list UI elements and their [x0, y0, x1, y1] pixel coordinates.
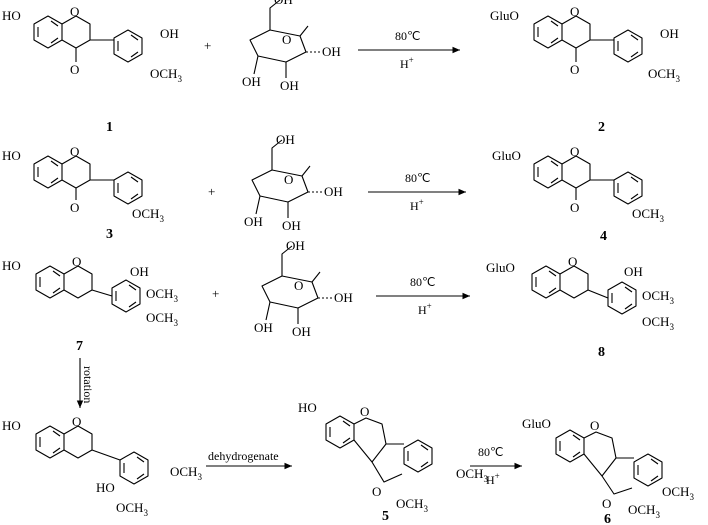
ring-o-label: O — [568, 254, 577, 269]
ring-o-label: O — [282, 32, 291, 47]
arrow-reaction-1: 80℃ H+ — [358, 29, 460, 71]
och3-label: OCH3 — [642, 314, 674, 332]
ring-o-label: O — [72, 414, 81, 429]
compound-number: 8 — [598, 345, 605, 360]
ho-label: HO — [2, 258, 21, 273]
compound-number: 6 — [604, 512, 611, 525]
gluo-label: GluO — [486, 260, 515, 275]
och3-label: OCH3 — [396, 496, 428, 514]
och3-label: OCH3 — [662, 484, 694, 502]
carbonyl-o-label: O — [570, 200, 579, 215]
compound-4: GluO O O OCH3 4 — [492, 144, 664, 244]
och3-label: OCH3 — [132, 206, 164, 224]
ring-o-label: O — [70, 144, 79, 159]
och3-label: OCH3 — [170, 464, 202, 482]
oh-label: OH — [624, 264, 643, 279]
och3-label: OCH3 — [146, 286, 178, 304]
ring-o-label: O — [590, 418, 599, 433]
plus-sign: + — [212, 286, 219, 301]
compound-5: HO O O OCH3 OCH3 5 — [298, 400, 488, 524]
glucose-2: OH OH OH OH O — [244, 132, 343, 233]
furan-o-label: O — [602, 496, 611, 511]
ring-o-label: O — [360, 404, 369, 419]
och3-label: OCH3 — [150, 66, 182, 84]
ho-label: HO — [298, 400, 317, 415]
och3-label: OCH3 — [628, 502, 660, 520]
ho-label: HO — [2, 418, 21, 433]
gluo-label: GluO — [522, 416, 551, 431]
ring-o-label: O — [72, 254, 81, 269]
och3-label: OCH3 — [116, 500, 148, 518]
och3-label: OCH3 — [632, 206, 664, 224]
oh-label: OH — [280, 78, 299, 93]
compound-7: HO O OH OCH3 OCH3 7 — [2, 254, 178, 354]
carbonyl-o-label: O — [70, 200, 79, 215]
gluo-label: GluO — [490, 8, 519, 23]
glucose-1: OH OH OH OH O — [242, 0, 341, 93]
glucose-3: OH OH OH OH O — [254, 238, 353, 339]
och3-label: OCH3 — [648, 66, 680, 84]
compound-rotated: HO O HO OCH3 OCH3 — [2, 414, 202, 518]
rotation-label: rotation — [81, 366, 95, 403]
compound-3: HO O O OCH3 3 — [2, 144, 164, 242]
condition-temperature: 80℃ — [395, 29, 420, 43]
arrow-dehydrogenate: dehydrogenate — [206, 449, 292, 470]
oh-label: OH — [324, 184, 343, 199]
ring-o-label: O — [570, 4, 579, 19]
arrow-reaction-2: 80℃ H+ — [368, 171, 466, 213]
arrow-reaction-4: 80℃ H+ — [470, 445, 522, 487]
ring-o-label: O — [284, 172, 293, 187]
condition-acid: H+ — [400, 55, 414, 71]
oh-label: OH — [244, 214, 263, 229]
compound-number: 5 — [382, 509, 389, 524]
compound-8: GluO O OH OCH3 OCH3 8 — [486, 254, 674, 360]
plus-sign: + — [204, 38, 211, 53]
gluo-label: GluO — [492, 148, 521, 163]
oh-label: OH — [242, 74, 261, 89]
compound-number: 3 — [106, 227, 113, 242]
oh-label: OH — [292, 324, 311, 339]
ring-o-label: O — [70, 4, 79, 19]
plus-sign: + — [208, 184, 215, 199]
condition-temperature: 80℃ — [405, 171, 430, 185]
oh-label: OH — [286, 238, 305, 253]
dehydrogenate-label: dehydrogenate — [208, 449, 279, 463]
condition-temperature: 80℃ — [478, 445, 503, 459]
compound-number: 4 — [600, 229, 607, 244]
ring-o-label: O — [570, 144, 579, 159]
ring-o-label: O — [294, 278, 303, 293]
oh-label: OH — [334, 290, 353, 305]
oh-label: OH — [282, 218, 301, 233]
compound-1: HO O O OH OCH3 1 — [2, 4, 182, 135]
condition-temperature: 80℃ — [410, 275, 435, 289]
furan-o-label: O — [372, 484, 381, 499]
compound-number: 1 — [106, 120, 113, 135]
oh-label: OH — [660, 26, 679, 41]
condition-acid: H+ — [410, 197, 424, 213]
arrow-reaction-3: 80℃ H+ — [376, 275, 470, 317]
oh-label: OH — [274, 0, 293, 7]
condition-acid: H+ — [418, 301, 432, 317]
arrow-rotation: rotation — [76, 358, 95, 408]
oh-label: OH — [254, 320, 273, 335]
oh-label: OH — [130, 264, 149, 279]
ho-label: HO — [96, 480, 115, 495]
carbonyl-o-label: O — [570, 62, 579, 77]
oh-label: OH — [322, 44, 341, 59]
och3-label: OCH3 — [146, 310, 178, 328]
och3-label: OCH3 — [642, 288, 674, 306]
oh-label: OH — [160, 26, 179, 41]
compound-number: 2 — [598, 120, 605, 135]
ho-label: HO — [2, 148, 21, 163]
compound-2: GluO O O OH OCH3 2 — [490, 4, 680, 135]
ho-label: HO — [2, 8, 21, 23]
carbonyl-o-label: O — [70, 62, 79, 77]
och3-label: OCH3 — [456, 466, 488, 484]
condition-acid: H+ — [486, 471, 500, 487]
compound-number: 7 — [76, 339, 83, 354]
oh-label: OH — [276, 132, 295, 147]
compound-6: GluO O O OCH3 OCH3 6 — [522, 416, 694, 525]
